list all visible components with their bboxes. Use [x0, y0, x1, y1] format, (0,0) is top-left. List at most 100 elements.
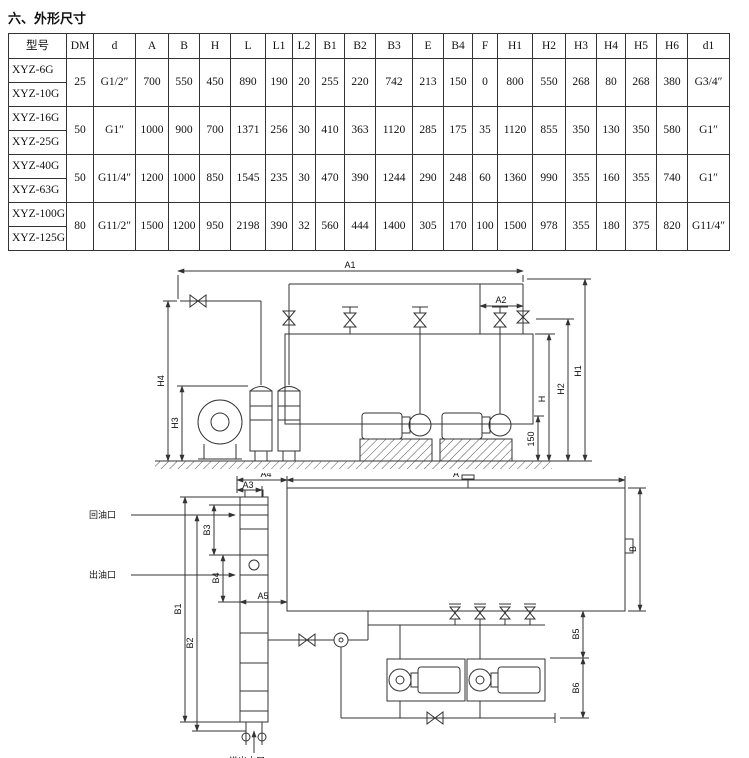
- dim-b5: B5: [571, 628, 581, 639]
- dim-a4: A4: [260, 473, 271, 479]
- value-cell: G11/2″: [93, 202, 137, 251]
- label-return-oil-port: 回油口: [89, 509, 116, 520]
- ground: [155, 460, 592, 469]
- value-cell: 850: [199, 154, 232, 203]
- value-cell: 355: [625, 154, 658, 203]
- column-header: H5: [625, 33, 658, 59]
- value-cell: 30: [292, 106, 317, 155]
- value-cell: 50: [66, 154, 95, 203]
- value-cell: G1″: [687, 106, 731, 155]
- value-cell: 855: [532, 106, 567, 155]
- value-cell: 305: [412, 202, 445, 251]
- value-cell: 890: [230, 58, 267, 107]
- column-header: B4: [443, 33, 474, 59]
- table-row: XYZ-25G: [7, 130, 730, 155]
- value-cell: 190: [265, 58, 294, 107]
- value-cell: 700: [199, 106, 232, 155]
- column-header: F: [472, 33, 499, 59]
- value-cell: 256: [265, 106, 294, 155]
- value-cell: 180: [596, 202, 627, 251]
- value-cell: 20: [292, 58, 317, 107]
- value-cell: 220: [344, 58, 377, 107]
- value-cell: 1371: [230, 106, 267, 155]
- column-header: H3: [565, 33, 598, 59]
- value-cell: 150: [443, 58, 474, 107]
- value-cell: 450: [199, 58, 232, 107]
- value-cell: 380: [656, 58, 689, 107]
- column-header: B3: [375, 33, 414, 59]
- value-cell: 130: [596, 106, 627, 155]
- motor-end-view: [197, 399, 243, 460]
- value-cell: 268: [565, 58, 598, 107]
- column-header: H6: [656, 33, 689, 59]
- value-cell: 60: [472, 154, 499, 203]
- value-cell: 80: [596, 58, 627, 107]
- dim-150: 150: [526, 431, 536, 446]
- value-cell: 80: [66, 202, 95, 251]
- value-cell: 390: [265, 202, 294, 251]
- value-cell: 0: [472, 58, 499, 107]
- column-header: L1: [265, 33, 294, 59]
- pump-units-elevation: [359, 412, 513, 462]
- value-cell: 1200: [168, 202, 201, 251]
- model-cell: XYZ-16G: [7, 106, 68, 131]
- model-cell: XYZ-63G: [7, 178, 68, 203]
- plan-drawing: A A4 A3 A5 B B5 B6 B1 B2 B3 B4 回油口 出油口 进…: [89, 473, 646, 758]
- value-cell: 1500: [497, 202, 534, 251]
- value-cell: 213: [412, 58, 445, 107]
- value-cell: G1/2″: [93, 58, 137, 107]
- value-cell: 900: [168, 106, 201, 155]
- column-header: E: [412, 33, 445, 59]
- dim-h: H: [537, 396, 547, 403]
- model-cell: XYZ-6G: [7, 58, 68, 83]
- label-oil-outlet-port: 出油口: [89, 569, 116, 580]
- value-cell: 175: [443, 106, 474, 155]
- value-cell: 350: [625, 106, 658, 155]
- value-cell: 1000: [135, 106, 170, 155]
- model-cell: XYZ-10G: [7, 82, 68, 107]
- value-cell: 550: [168, 58, 201, 107]
- value-cell: G1″: [93, 106, 137, 155]
- dimension-labels-plan: A A4 A3 A5 B B5 B6 B1 B2 B3 B4 回油口 出油口 进…: [89, 473, 638, 758]
- piping-elevation: [180, 283, 531, 414]
- piping-plan: [268, 603, 556, 725]
- value-cell: 50: [66, 106, 95, 155]
- value-cell: 740: [656, 154, 689, 203]
- column-header: H2: [532, 33, 567, 59]
- cooler-column: [239, 489, 269, 745]
- value-cell: 950: [199, 202, 232, 251]
- column-header: H1: [497, 33, 534, 59]
- value-cell: 268: [625, 58, 658, 107]
- value-cell: 235: [265, 154, 294, 203]
- column-header: d1: [687, 33, 731, 59]
- value-cell: 35: [472, 106, 499, 155]
- value-cell: 1545: [230, 154, 267, 203]
- dim-a5: A5: [257, 591, 268, 601]
- filters-elevation: [249, 386, 301, 461]
- table-row: XYZ-10G: [7, 82, 730, 107]
- model-cell: XYZ-40G: [7, 154, 68, 179]
- label-water-inlet-outlet-port: 进出水口: [229, 755, 265, 758]
- dim-h2: H2: [556, 383, 566, 395]
- value-cell: 1360: [497, 154, 534, 203]
- value-cell: G11/4″: [93, 154, 137, 203]
- value-cell: G11/4″: [687, 202, 731, 251]
- value-cell: 363: [344, 106, 377, 155]
- value-cell: 350: [565, 106, 598, 155]
- value-cell: G3/4″: [687, 58, 731, 107]
- column-header: L: [230, 33, 267, 59]
- elevation-drawing: A1 A2 H1 H2 H 150 H4 H3: [155, 260, 592, 469]
- column-header: d: [93, 33, 137, 59]
- value-cell: 160: [596, 154, 627, 203]
- value-cell: 248: [443, 154, 474, 203]
- value-cell: 390: [344, 154, 377, 203]
- value-cell: 1244: [375, 154, 414, 203]
- column-header: A: [135, 33, 170, 59]
- dim-a3: A3: [242, 480, 253, 490]
- model-cell: XYZ-25G: [7, 130, 68, 155]
- dim-a1: A1: [344, 260, 355, 270]
- table-row: XYZ-125G: [7, 226, 730, 251]
